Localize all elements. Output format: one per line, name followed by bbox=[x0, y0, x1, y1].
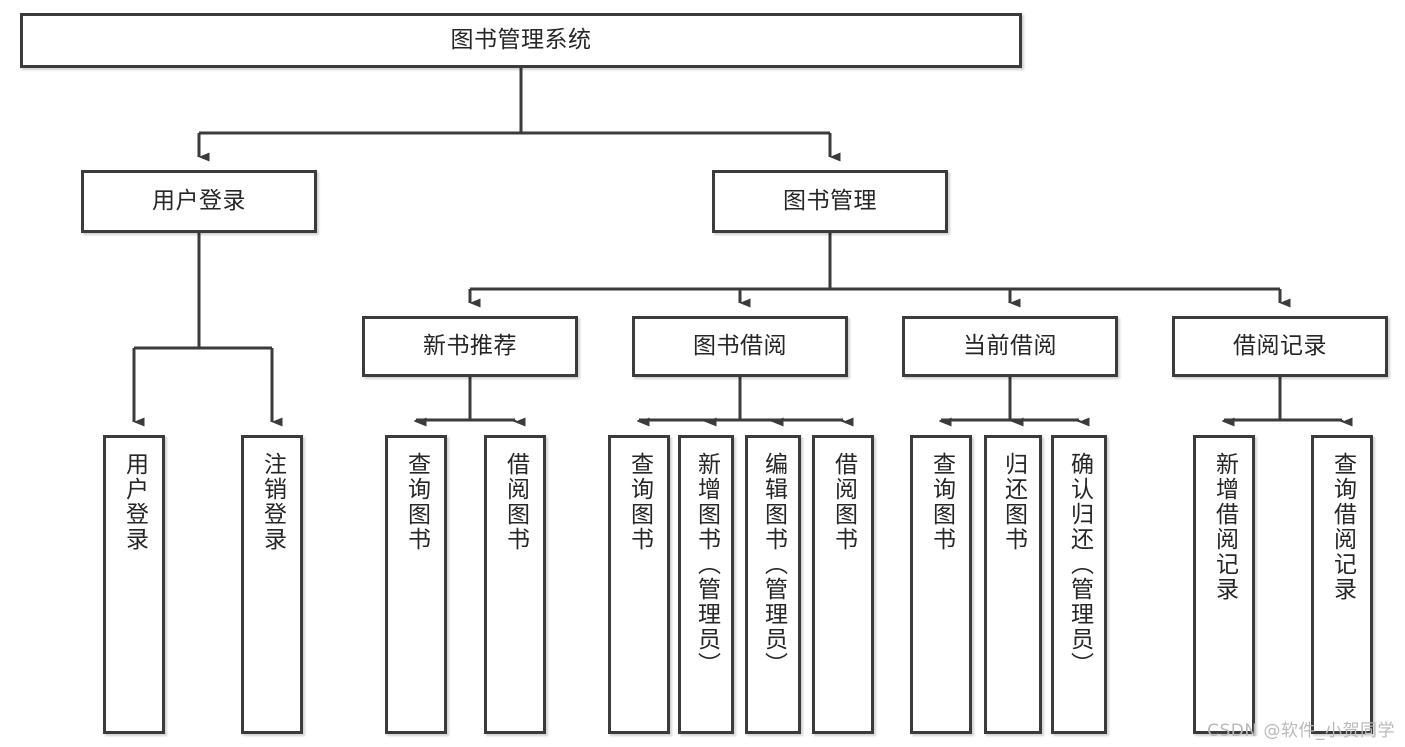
node-label: 借阅图书 bbox=[830, 452, 857, 552]
node-label: 用户登录 bbox=[121, 452, 148, 552]
node-leaf-query-book-1: 查询图书 bbox=[385, 435, 447, 734]
node-leaf-query-book-2: 查询图书 bbox=[608, 435, 670, 734]
node-label: 注销登录 bbox=[259, 452, 286, 552]
node-label: 查询借阅记录 bbox=[1329, 452, 1356, 602]
node-leaf-borrow-book-1: 借阅图书 bbox=[484, 435, 546, 734]
node-label: 查询图书 bbox=[403, 452, 430, 552]
node-label: 图书管理 bbox=[783, 187, 877, 214]
node-label: 查询图书 bbox=[928, 452, 955, 552]
node-label: 编辑图书（管理员） bbox=[760, 452, 787, 677]
node-bookmgmt: 图书管理 bbox=[712, 170, 948, 233]
node-leaf-return-book: 归还图书 bbox=[984, 435, 1042, 734]
node-leaf-query-record: 查询借阅记录 bbox=[1311, 435, 1373, 734]
node-label: 图书借阅 bbox=[693, 332, 787, 359]
node-borrow: 图书借阅 bbox=[632, 316, 848, 377]
node-leaf-user-login: 用户登录 bbox=[103, 435, 165, 734]
node-label: 归还图书 bbox=[1000, 452, 1027, 552]
node-leaf-add-book: 新增图书（管理员） bbox=[678, 435, 734, 734]
node-label: 图书管理系统 bbox=[450, 26, 592, 53]
node-label: 新书推荐 bbox=[423, 332, 517, 359]
node-label: 借阅记录 bbox=[1233, 332, 1327, 359]
node-leaf-add-record: 新增借阅记录 bbox=[1193, 435, 1255, 734]
node-leaf-user-logout: 注销登录 bbox=[241, 435, 303, 734]
node-root: 图书管理系统 bbox=[20, 13, 1022, 68]
node-label: 新增图书（管理员） bbox=[693, 452, 720, 677]
node-leaf-confirm-return: 确认归还（管理员） bbox=[1051, 435, 1107, 734]
node-label: 新增借阅记录 bbox=[1211, 452, 1238, 602]
node-label: 借阅图书 bbox=[502, 452, 529, 552]
node-leaf-borrow-book-2: 借阅图书 bbox=[812, 435, 874, 734]
node-label: 用户登录 bbox=[152, 187, 246, 214]
node-login: 用户登录 bbox=[81, 170, 317, 233]
node-label: 确认归还（管理员） bbox=[1066, 452, 1093, 677]
node-label: 查询图书 bbox=[626, 452, 653, 552]
node-label: 当前借阅 bbox=[963, 332, 1057, 359]
node-newbook: 新书推荐 bbox=[362, 316, 578, 377]
node-leaf-edit-book: 编辑图书（管理员） bbox=[745, 435, 801, 734]
node-current: 当前借阅 bbox=[902, 316, 1118, 377]
node-leaf-query-book-3: 查询图书 bbox=[910, 435, 972, 734]
node-records: 借阅记录 bbox=[1172, 316, 1388, 377]
